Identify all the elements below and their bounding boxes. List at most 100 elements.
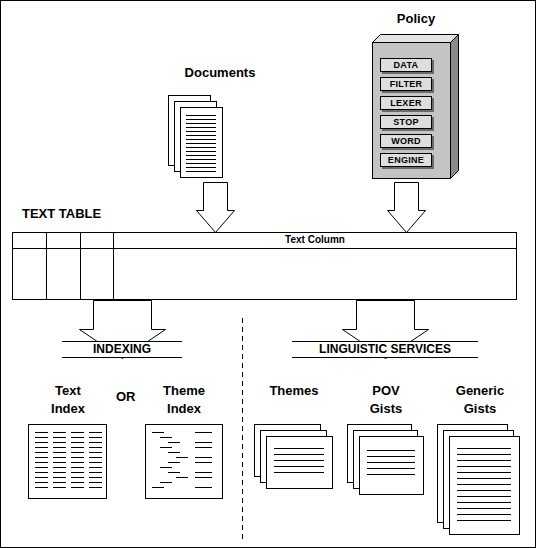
index-entry	[89, 472, 102, 473]
node-text: Theme Index	[154, 382, 214, 418]
node-text: Text Column	[114, 233, 516, 247]
text-table: TEXT TABLE Text Column	[12, 205, 517, 301]
index-entry	[53, 447, 66, 448]
node-text: Themes	[264, 382, 324, 400]
index-entry	[71, 452, 84, 453]
text-line	[457, 472, 511, 473]
text-line	[457, 508, 511, 509]
theme-entry	[168, 472, 180, 473]
text-line	[274, 460, 324, 461]
output-icon	[436, 424, 524, 536]
text-line	[457, 520, 511, 521]
index-entry	[53, 467, 66, 468]
icon-group	[255, 425, 333, 489]
icon-group	[169, 96, 223, 178]
theme-entry	[176, 457, 188, 458]
block-arrow	[197, 183, 235, 233]
index-entry	[71, 457, 84, 458]
theme-entry	[160, 437, 172, 438]
output-icon	[145, 424, 223, 500]
index-entry	[35, 457, 48, 458]
index-entry	[53, 457, 66, 458]
text-line	[457, 496, 511, 497]
document-stack-icon	[165, 94, 275, 182]
theme-entry	[168, 442, 180, 443]
node-text: Policy	[366, 10, 466, 28]
text-line	[186, 143, 216, 144]
theme-entry	[168, 462, 180, 463]
index-entry	[71, 462, 84, 463]
page-sheet	[29, 425, 107, 499]
theme-entry	[168, 452, 180, 453]
text-line	[186, 119, 216, 120]
index-entry	[35, 477, 48, 478]
text-line	[457, 466, 511, 467]
index-entry	[35, 462, 48, 463]
text-line	[457, 484, 511, 485]
node-text: LINGUISTIC SERVICES	[292, 342, 478, 357]
index-entry	[89, 462, 102, 463]
policy-button: ENGINE	[380, 153, 432, 167]
index-entry	[89, 437, 102, 438]
document-stack: Documents	[165, 64, 275, 182]
column-rule	[113, 233, 114, 299]
policy-cabinet: PolicyDATAFILTERLEXERSTOPWORDENGINE	[366, 10, 466, 182]
theme-entry	[160, 467, 172, 468]
index-entry	[53, 477, 66, 478]
theme-entry	[160, 482, 172, 483]
text-line	[367, 450, 415, 451]
text-line	[186, 147, 216, 148]
index-entry	[71, 442, 84, 443]
index-entry	[35, 472, 48, 473]
node-text: POV Gists	[356, 382, 416, 418]
index-entry	[71, 432, 84, 433]
text-line	[457, 478, 511, 479]
page-sheet	[146, 425, 223, 499]
icon-group	[146, 425, 223, 499]
theme-entry	[195, 487, 212, 488]
output-icon	[344, 424, 428, 500]
node-text: Documents	[165, 64, 275, 82]
icon-group	[348, 425, 424, 495]
policy-button: DATA	[380, 58, 432, 72]
index-entry	[89, 457, 102, 458]
text-line	[186, 155, 216, 156]
policy-button: STOP	[380, 115, 432, 129]
theme-entry	[195, 472, 212, 473]
cabinet-top	[373, 35, 459, 43]
theme-entry	[152, 432, 164, 433]
column-rule	[46, 233, 47, 299]
index-entry	[89, 467, 102, 468]
connector-group	[80, 183, 429, 359]
text-line	[274, 454, 324, 455]
index-entry	[53, 437, 66, 438]
index-entry	[35, 437, 48, 438]
header-rule	[13, 248, 516, 249]
index-entry	[35, 487, 48, 488]
cabinet-front	[373, 43, 451, 179]
index-entry	[35, 442, 48, 443]
output-icon	[252, 424, 336, 494]
node-text: TEXT TABLE	[22, 205, 101, 223]
page-sheet	[450, 437, 520, 535]
connector-word: OR	[116, 389, 136, 405]
text-line	[457, 454, 511, 455]
page-sheet	[360, 437, 424, 495]
index-entry	[71, 487, 84, 488]
theme-entry	[195, 457, 212, 458]
icon-group	[438, 425, 520, 535]
node-text: FILTER	[381, 78, 431, 90]
theme-entry	[160, 447, 172, 448]
text-line	[186, 127, 216, 128]
index-entry	[89, 487, 102, 488]
output-node: Text Index	[28, 382, 108, 500]
text-line	[186, 151, 216, 152]
index-entry	[71, 437, 84, 438]
theme-entry	[195, 447, 212, 448]
policy-button: FILTER	[380, 77, 432, 91]
output-node: POV Gists	[344, 382, 428, 500]
text-line	[186, 171, 216, 172]
